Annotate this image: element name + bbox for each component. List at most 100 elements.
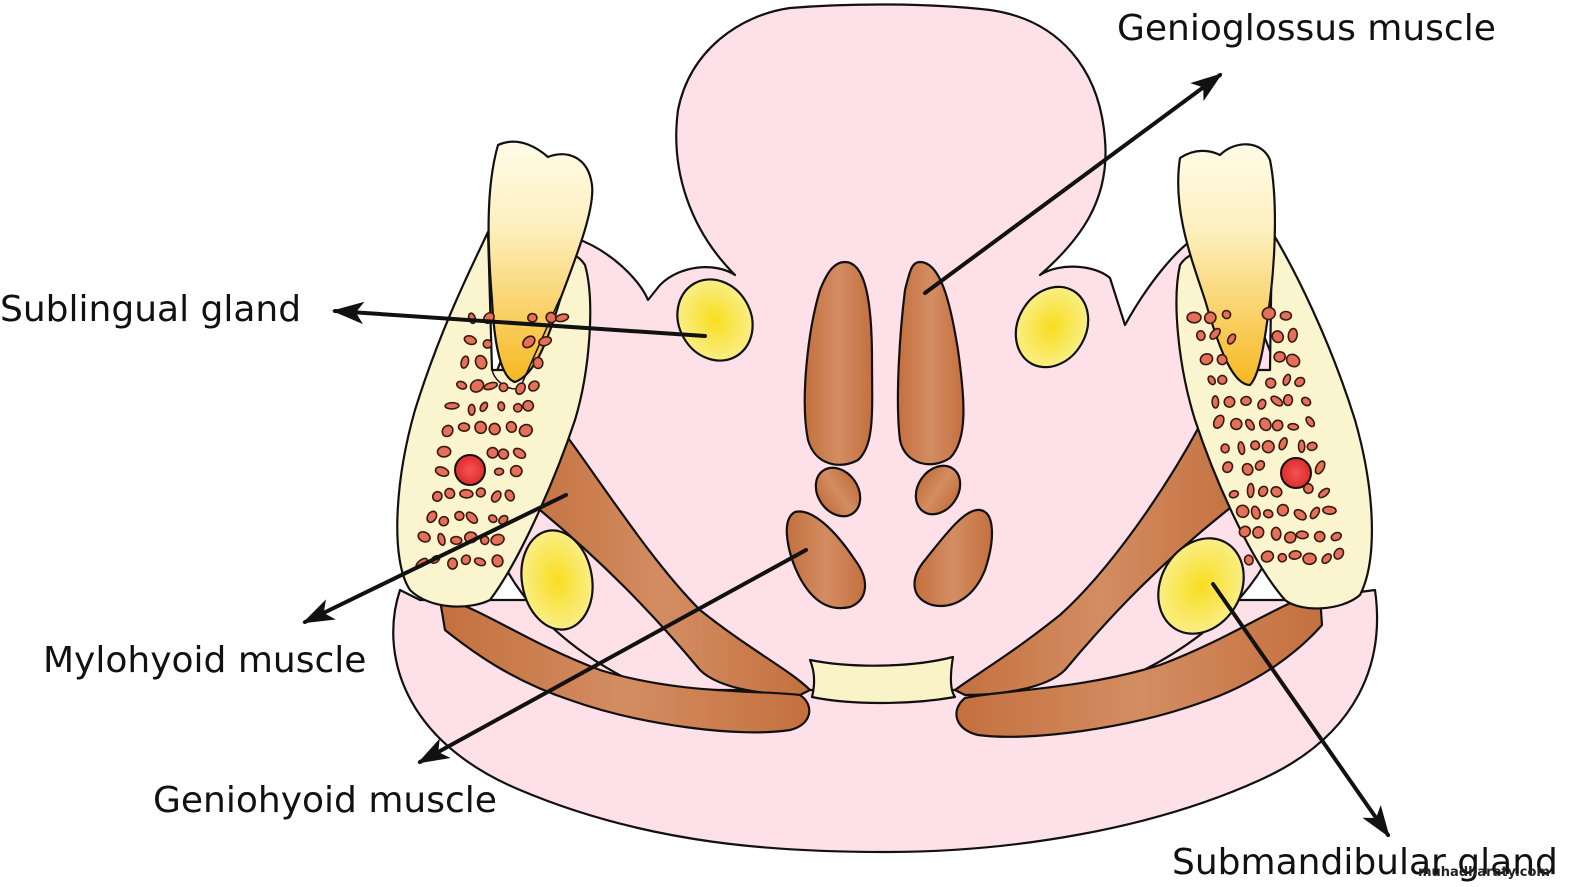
marrow-spot [522, 335, 536, 349]
marrow-spot [497, 401, 506, 412]
marrow-spot [1238, 525, 1252, 538]
marrow-spot [1270, 486, 1283, 498]
left-genioglossus-muscle [803, 260, 874, 466]
marrow-spot [1223, 395, 1236, 408]
marrow-spot [526, 312, 538, 323]
marrow-spot [1262, 509, 1274, 519]
marrow-spot [1317, 487, 1331, 499]
marrow-spot [463, 334, 478, 346]
marrow-spot [1277, 552, 1288, 563]
marrow-spot [1273, 350, 1287, 363]
marrow-spot [1261, 440, 1275, 454]
marrow-spot [1276, 503, 1290, 517]
marrow-spot [1212, 414, 1225, 429]
label-mylohyoid-muscle: Mylohyoid muscle [43, 640, 366, 681]
marrow-spot [426, 510, 438, 524]
hyoid-bone [808, 655, 957, 705]
marrow-spot [1271, 330, 1285, 344]
marrow-spot [482, 339, 493, 349]
submandibular-leader-arrow [1211, 582, 1390, 838]
marrow-spot [505, 420, 518, 434]
right-genioglossus-muscle [896, 260, 965, 466]
marrow-spot [1313, 530, 1326, 543]
marrow-spot [487, 514, 498, 524]
marrow-spot [1309, 506, 1321, 520]
marrow-spot [1285, 353, 1301, 368]
marrow-spot [460, 554, 472, 566]
right-inferior-alveolar-vessel [1280, 457, 1312, 489]
marrow-spot [1321, 553, 1332, 565]
marrow-spot [465, 511, 479, 525]
marrow-spot [1257, 398, 1267, 410]
marrow-spot [479, 401, 489, 413]
marrow-spot [1300, 396, 1312, 407]
marrow-spot [1287, 327, 1298, 343]
marrow-spot [449, 535, 463, 546]
marrow-spot [1261, 306, 1277, 321]
marrow-spot [1278, 437, 1288, 451]
mylohyoid-leader-arrow [302, 493, 568, 624]
marrow-spot [1282, 393, 1294, 407]
marrow-spot [1252, 526, 1265, 539]
tongue-tissue [477, 3, 1293, 692]
marrow-spot [1221, 309, 1232, 320]
marrow-spot [483, 381, 499, 391]
marrow-spot [431, 490, 443, 502]
marrow-spot [1295, 530, 1309, 540]
left-bone-marrow-spots [415, 311, 570, 570]
marrow-spot [457, 422, 471, 433]
marrow-spot [467, 403, 476, 416]
marrow-spot [1222, 461, 1234, 474]
label-submandibular-gland: Submandibular gland [1172, 842, 1558, 883]
marrow-spot [1258, 417, 1272, 432]
marrow-spot [434, 466, 450, 477]
marrow-spot [1297, 439, 1306, 454]
marrow-spot [474, 420, 488, 435]
marrow-spot [1199, 353, 1214, 366]
marrow-spot [1240, 395, 1252, 406]
marrow-spot [491, 554, 504, 568]
marrow-spot [1195, 330, 1206, 342]
marrow-spot [518, 423, 534, 438]
marrow-spot [509, 464, 523, 478]
marrow-spot [1211, 395, 1220, 409]
marrow-spot [498, 382, 509, 393]
marrow-spot [1271, 419, 1284, 432]
marrow-spot [1250, 505, 1261, 520]
marrow-spot [473, 557, 487, 567]
label-geniohyoid-muscle: Geniohyoid muscle [153, 780, 497, 821]
marrow-spot [1302, 552, 1317, 566]
marrow-spot [504, 489, 515, 502]
left-inferior-alveolar-vessel [454, 454, 486, 486]
marrow-spot [444, 401, 460, 410]
marrow-spot [417, 531, 431, 543]
marrow-spot [1306, 441, 1318, 452]
marrow-spot [1209, 327, 1221, 340]
genioglossus-leader-arrow [923, 73, 1223, 295]
marrow-spot [1207, 375, 1217, 386]
marrow-spot [441, 424, 454, 438]
left-sublingual-gland [676, 278, 754, 362]
marrow-spot [1322, 505, 1337, 516]
left-lower-muscle-band [438, 598, 811, 734]
marrow-spot [512, 447, 527, 460]
marrow-spot [1228, 489, 1240, 499]
left-small-muscle-slip [814, 466, 862, 518]
marrow-spot [1305, 416, 1316, 428]
left-submandibular-gland [520, 529, 594, 631]
marrow-spot [1330, 531, 1343, 542]
marrow-spot [447, 557, 459, 570]
marrow-spot [545, 311, 557, 324]
marrow-spot [460, 355, 470, 369]
marrow-spot [527, 380, 540, 392]
marrow-spot [455, 380, 468, 390]
marrow-spot [1260, 550, 1275, 563]
marrow-spot [1237, 441, 1246, 456]
marrow-spot [1186, 311, 1202, 324]
marrow-spot [1226, 333, 1237, 345]
marrow-spot [1294, 376, 1306, 388]
marrow-spot [475, 487, 487, 498]
marrow-spot [436, 445, 452, 458]
marrow-spot [1250, 440, 1261, 451]
marrow-spot [515, 382, 527, 396]
